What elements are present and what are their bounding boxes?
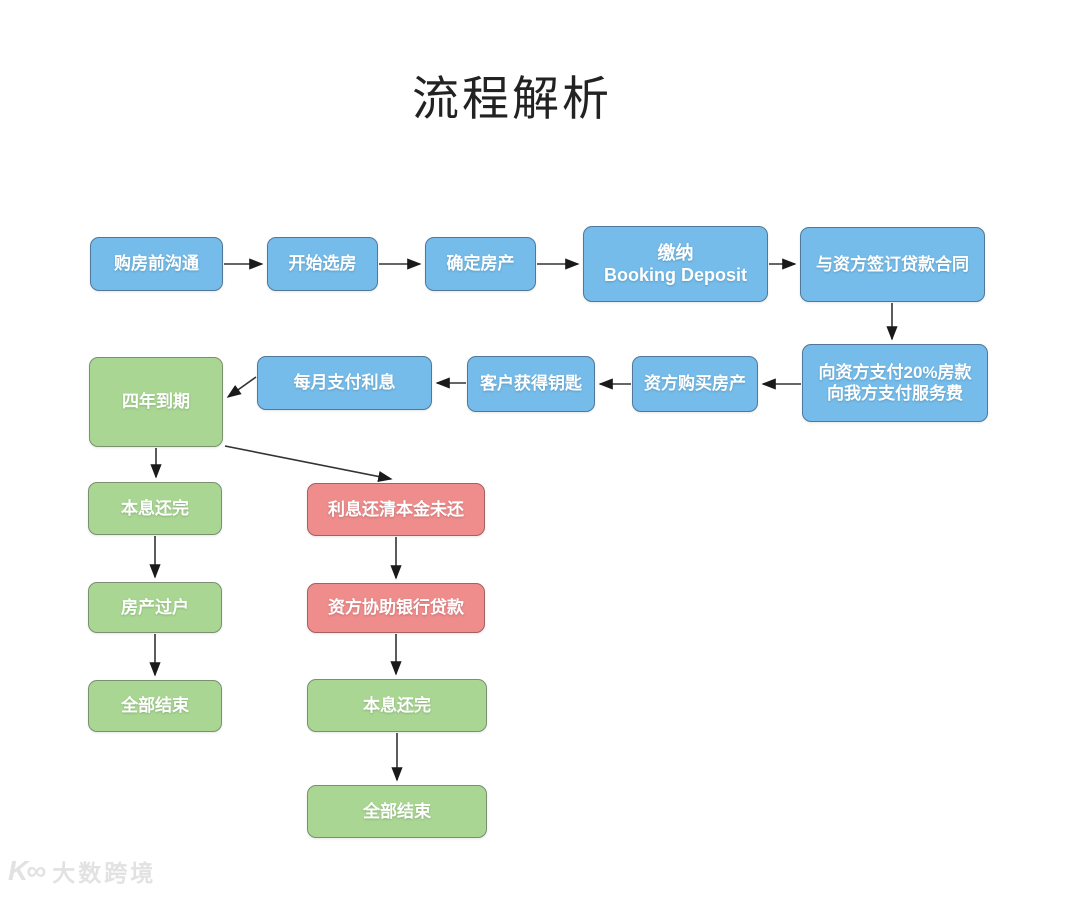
flow-node-monthly-interest-payment: 每月支付利息 bbox=[257, 356, 432, 410]
flow-node-label: 确定房产 bbox=[446, 254, 515, 274]
flow-node-label: 四年到期 bbox=[122, 392, 190, 412]
page-title: 流程解析 bbox=[412, 72, 612, 125]
flow-node-label: 与资方签订贷款合同 bbox=[816, 254, 969, 274]
watermark-logo-icon: K∞ bbox=[8, 855, 46, 886]
flow-edge-monthly-interest-payment-to-four-years-expire bbox=[226, 376, 257, 398]
flow-node-label: 缴纳 Booking Deposit bbox=[604, 242, 747, 286]
flow-node-principal-interest-paid-left: 本息还完 bbox=[88, 482, 222, 535]
flow-node-label: 资方购买房产 bbox=[644, 374, 746, 394]
flow-node-label: 资方协助银行贷款 bbox=[328, 598, 464, 618]
flow-node-label: 全部结束 bbox=[121, 696, 189, 716]
flow-node-label: 开始选房 bbox=[288, 254, 357, 274]
flow-node-pay-20-percent-and-service-fee: 向资方支付20%房款 向我方支付服务费 bbox=[802, 344, 988, 422]
flow-node-all-finished-left: 全部结束 bbox=[88, 680, 222, 732]
flow-node-property-transfer: 房产过户 bbox=[88, 582, 222, 633]
flow-node-principal-interest-paid-mid: 本息还完 bbox=[307, 679, 487, 732]
flow-node-customer-gets-keys: 客户获得钥匙 bbox=[467, 356, 595, 412]
flow-node-label: 本息还完 bbox=[363, 695, 431, 715]
flow-node-four-years-expire: 四年到期 bbox=[89, 357, 223, 447]
flow-edge-four-years-expire-to-interest-paid-principal-unpaid bbox=[224, 445, 393, 482]
flow-node-label: 房产过户 bbox=[121, 597, 189, 617]
watermark: K∞ 大数跨境 bbox=[8, 854, 156, 888]
flow-node-sign-loan-contract: 与资方签订贷款合同 bbox=[800, 227, 985, 302]
flow-node-pay-booking-deposit: 缴纳 Booking Deposit bbox=[583, 226, 768, 302]
watermark-text: 大数跨境 bbox=[52, 860, 157, 886]
flow-node-confirm-property: 确定房产 bbox=[425, 237, 536, 291]
flow-node-label: 每月支付利息 bbox=[293, 373, 396, 393]
flow-node-label: 全部结束 bbox=[363, 801, 431, 821]
flow-node-investor-buys-property: 资方购买房产 bbox=[632, 356, 758, 412]
flow-node-label: 利息还清本金未还 bbox=[328, 499, 464, 519]
flow-node-all-finished-mid: 全部结束 bbox=[307, 785, 487, 838]
flow-node-pre-purchase-communication: 购房前沟通 bbox=[90, 237, 223, 291]
flow-node-label: 购房前沟通 bbox=[114, 254, 199, 274]
flow-node-label: 向资方支付20%房款 向我方支付服务费 bbox=[818, 362, 972, 403]
flow-node-label: 客户获得钥匙 bbox=[480, 374, 582, 394]
flow-node-label: 本息还完 bbox=[121, 498, 189, 518]
flow-node-interest-paid-principal-unpaid: 利息还清本金未还 bbox=[307, 483, 485, 536]
flow-node-start-choosing-house: 开始选房 bbox=[267, 237, 378, 291]
flow-node-investor-assists-bank-loan: 资方协助银行贷款 bbox=[307, 583, 485, 633]
